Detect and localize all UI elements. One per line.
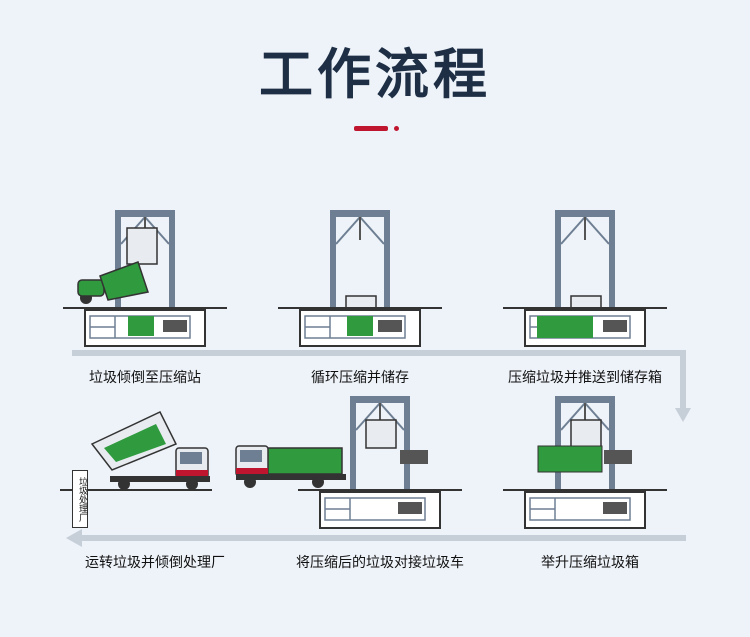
processing-plant-sign: 垃圾处理厂 (72, 470, 88, 528)
step-5-caption: 将压缩后的垃圾对接垃圾车 (296, 555, 464, 571)
step-1-caption: 垃圾倾倒至压缩站 (89, 370, 201, 386)
step-2-caption: 循环压缩并储存 (311, 370, 409, 386)
flow-arrow-row-1 (72, 350, 691, 422)
step-4-caption: 举升压缩垃圾箱 (541, 555, 639, 571)
dump-garbage-truck (90, 411, 210, 490)
tilting-tricycle-truck (77, 261, 149, 304)
step-4-scene (502, 395, 668, 529)
step-1-scene (62, 209, 228, 347)
compactor-garbage-truck (235, 445, 346, 488)
step-3-caption: 压缩垃圾并推送到储存箱 (508, 370, 662, 386)
page-title: 工作流程 (259, 43, 491, 106)
title-accent-dot (394, 126, 399, 131)
title-accent-bar (354, 126, 388, 131)
flow-arrow-row-2 (66, 529, 686, 547)
step-6-caption: 运转垃圾并倾倒处理厂 (85, 555, 225, 571)
step-5-scene (235, 395, 463, 529)
processing-plant-sign-text: 垃圾处理厂 (77, 476, 87, 522)
step-2-scene (277, 209, 443, 347)
step-3-scene (502, 209, 668, 347)
